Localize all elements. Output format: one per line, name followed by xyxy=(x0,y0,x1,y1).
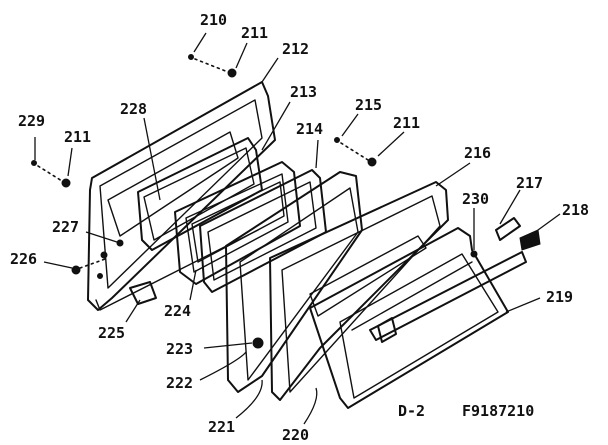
leader-lines xyxy=(34,32,561,425)
callout-213: 213 xyxy=(290,83,317,101)
callout-225: 225 xyxy=(98,324,125,342)
part-number: F9187210 xyxy=(462,402,534,420)
callout-215: 215 xyxy=(355,96,382,114)
callout-218: 218 xyxy=(562,201,589,219)
callout-211: 211 xyxy=(241,24,268,42)
callout-221: 221 xyxy=(208,418,235,436)
callout-222: 222 xyxy=(166,374,193,392)
outer-door-glass xyxy=(225,171,363,393)
callout-211: 211 xyxy=(64,128,91,146)
page-label: D-2 xyxy=(398,402,425,420)
callout-224: 224 xyxy=(164,302,191,320)
callout-210: 210 xyxy=(200,11,227,29)
small-brackets xyxy=(470,229,541,258)
hinge-bracket xyxy=(129,281,264,349)
callout-219: 219 xyxy=(546,288,573,306)
callout-211: 211 xyxy=(393,114,420,132)
callout-230: 230 xyxy=(462,190,489,208)
callout-227: 227 xyxy=(52,218,79,236)
inner-door-panel xyxy=(87,81,276,311)
screws xyxy=(31,54,377,275)
callout-labels: 210 211 212 213 214 215 211 216 229 211 … xyxy=(10,11,589,444)
callout-229: 229 xyxy=(18,112,45,130)
callout-214: 214 xyxy=(296,120,323,138)
door-trim-frame xyxy=(309,227,509,409)
callout-220: 220 xyxy=(282,426,309,444)
glass-frame xyxy=(174,161,301,285)
callout-226: 226 xyxy=(10,250,37,268)
callout-217: 217 xyxy=(516,174,543,192)
callout-216: 216 xyxy=(464,144,491,162)
window-frame-panel xyxy=(199,169,327,293)
callout-223: 223 xyxy=(166,340,193,358)
door-handle xyxy=(369,217,527,343)
callout-212: 212 xyxy=(282,40,309,58)
outer-door-skin xyxy=(269,181,449,401)
callout-228: 228 xyxy=(120,100,147,118)
